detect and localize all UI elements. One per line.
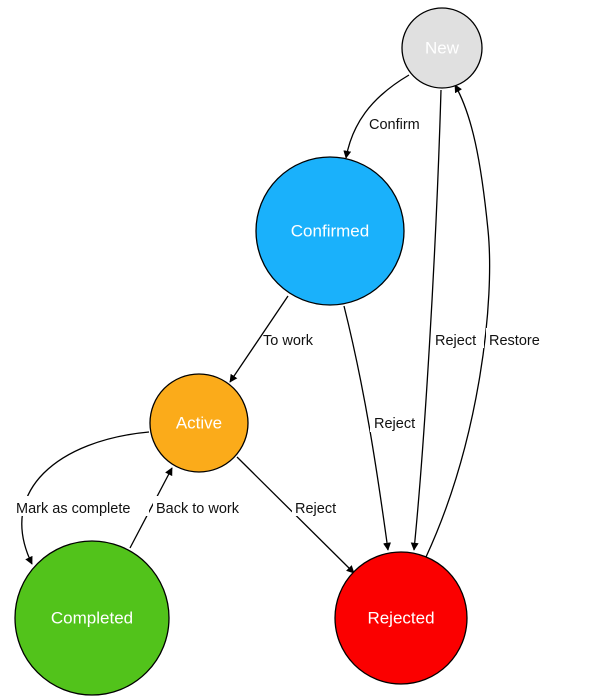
edge-label-to-work: To work xyxy=(263,333,314,349)
edge-new-reject xyxy=(410,89,442,551)
state-rejected-label: Rejected xyxy=(367,609,434,628)
edge-label-active-reject-text: Reject xyxy=(295,501,336,517)
edge-new-confirm xyxy=(343,74,410,159)
edge-label-new-reject: Reject xyxy=(432,328,484,349)
edge-label-new-reject-text: Reject xyxy=(435,333,476,349)
state-completed-circle xyxy=(14,540,170,696)
edge-label-restore: Restore xyxy=(486,328,548,349)
edge-confirmed-reject xyxy=(343,305,391,551)
state-completed[interactable]: Completed xyxy=(14,540,170,696)
state-rejected[interactable]: Rejected xyxy=(334,551,468,685)
state-new-circle xyxy=(401,7,483,89)
edge-label-mark-as-complete-text: Mark as complete xyxy=(16,501,130,517)
edge-label-confirmed-reject-text: Reject xyxy=(374,416,415,432)
state-confirmed-circle xyxy=(255,156,405,306)
edge-label-mark-as-complete: Mark as complete xyxy=(13,496,149,517)
state-rejected-circle xyxy=(334,551,468,685)
edge-completed-back-to-work xyxy=(129,467,173,549)
edge-rejected-restore xyxy=(425,84,491,558)
edge-label-confirm: Confirm xyxy=(369,117,420,133)
state-confirmed[interactable]: Confirmed xyxy=(255,156,405,306)
state-confirmed-label: Confirmed xyxy=(291,222,369,241)
edge-label-confirmed-reject: Reject xyxy=(370,412,422,432)
edge-active-mark-complete xyxy=(21,431,150,565)
edge-label-back-to-work-text: Back to work xyxy=(156,501,240,517)
state-active[interactable]: Active xyxy=(149,373,249,473)
state-new[interactable]: New xyxy=(401,7,483,89)
edge-label-to-work-text: To work xyxy=(263,333,314,349)
state-active-label: Active xyxy=(176,414,222,433)
edge-label-back-to-work: Back to work xyxy=(153,496,251,517)
state-new-label: New xyxy=(425,39,460,58)
edge-confirmed-to-work xyxy=(229,295,289,383)
state-active-circle xyxy=(149,373,249,473)
edge-label-confirm-text: Confirm xyxy=(369,117,420,133)
edge-label-restore-text: Restore xyxy=(489,333,540,349)
state-completed-label: Completed xyxy=(51,609,133,628)
edge-label-active-reject: Reject xyxy=(292,496,344,517)
